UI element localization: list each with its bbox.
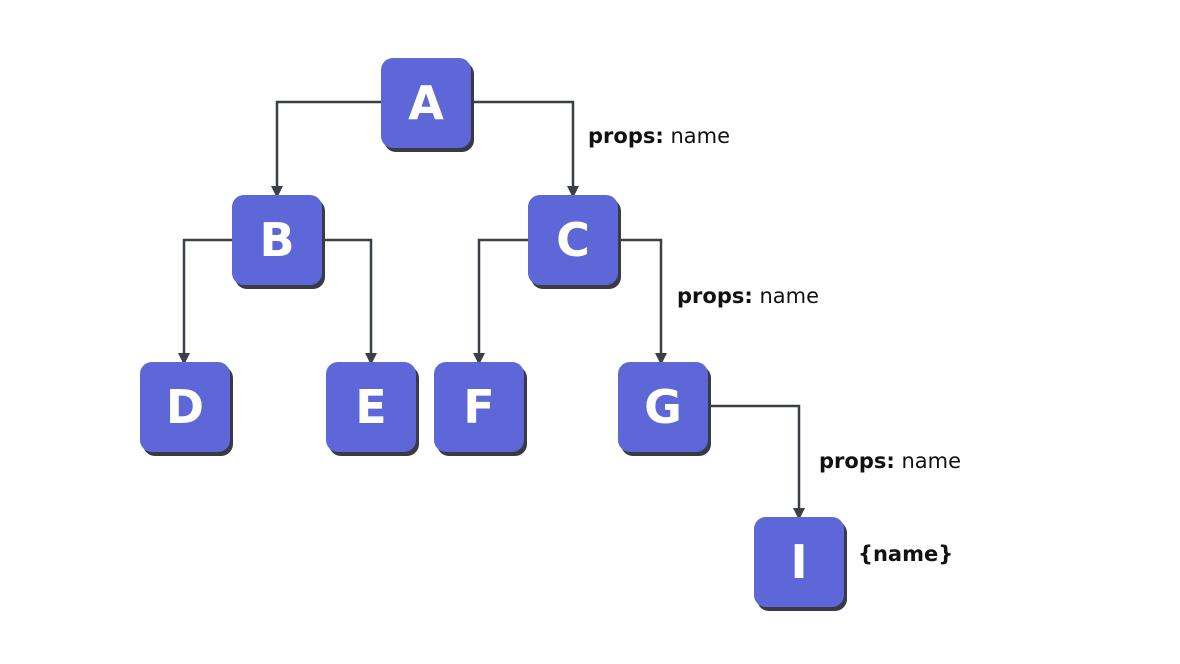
node-e-label: E <box>355 380 387 434</box>
node-c-label: C <box>556 213 590 267</box>
node-f-label: F <box>463 380 495 434</box>
node-g: G <box>618 362 708 452</box>
edge-label-keyword: props: <box>588 124 664 148</box>
edge-label-keyword: props: <box>819 449 895 473</box>
node-d: D <box>140 362 230 452</box>
node-i-label: I <box>790 535 808 589</box>
edge-label-c-g: props: name <box>677 284 819 308</box>
node-c: C <box>528 195 618 285</box>
edge-b-e <box>321 238 377 365</box>
node-a: A <box>381 58 471 148</box>
edge-label-value: name <box>670 124 730 148</box>
node-b-label: B <box>259 213 295 267</box>
node-g-label: G <box>644 380 682 434</box>
node-d-label: D <box>165 380 205 434</box>
node-f: F <box>434 362 524 452</box>
edge-b-d <box>178 238 233 365</box>
node-b: B <box>232 195 322 285</box>
edge-label-value: name <box>901 449 961 473</box>
usage-label-i: {name} <box>858 542 954 566</box>
node-e: E <box>326 362 416 452</box>
node-i: I <box>754 517 844 607</box>
edge-label-keyword: props: <box>677 284 753 308</box>
edge-label-g-i: props: name <box>819 449 961 473</box>
edge-c-g <box>617 238 667 365</box>
edge-a-c <box>470 100 579 198</box>
edge-g-i <box>708 404 805 520</box>
edge-label-a-c: props: name <box>588 124 730 148</box>
edge-c-f <box>473 238 529 365</box>
edge-a-b <box>271 100 382 198</box>
edge-label-value: name <box>759 284 819 308</box>
node-a-label: A <box>408 76 444 130</box>
